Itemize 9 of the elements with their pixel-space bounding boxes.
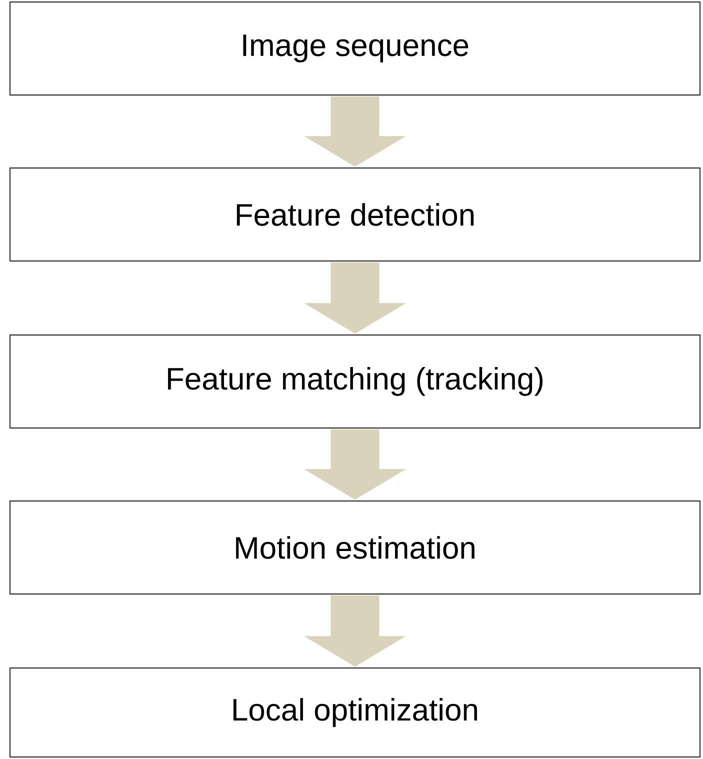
process-box: Image sequence <box>9 1 701 96</box>
block-arrow <box>304 429 406 500</box>
process-box: Feature matching (tracking) <box>9 334 701 429</box>
block-arrow <box>304 595 406 667</box>
process-box: Local optimization <box>9 667 701 758</box>
block-arrow <box>304 262 406 334</box>
process-box: Feature detection <box>9 167 701 262</box>
process-box: Motion estimation <box>9 500 701 595</box>
block-arrow <box>304 96 406 167</box>
